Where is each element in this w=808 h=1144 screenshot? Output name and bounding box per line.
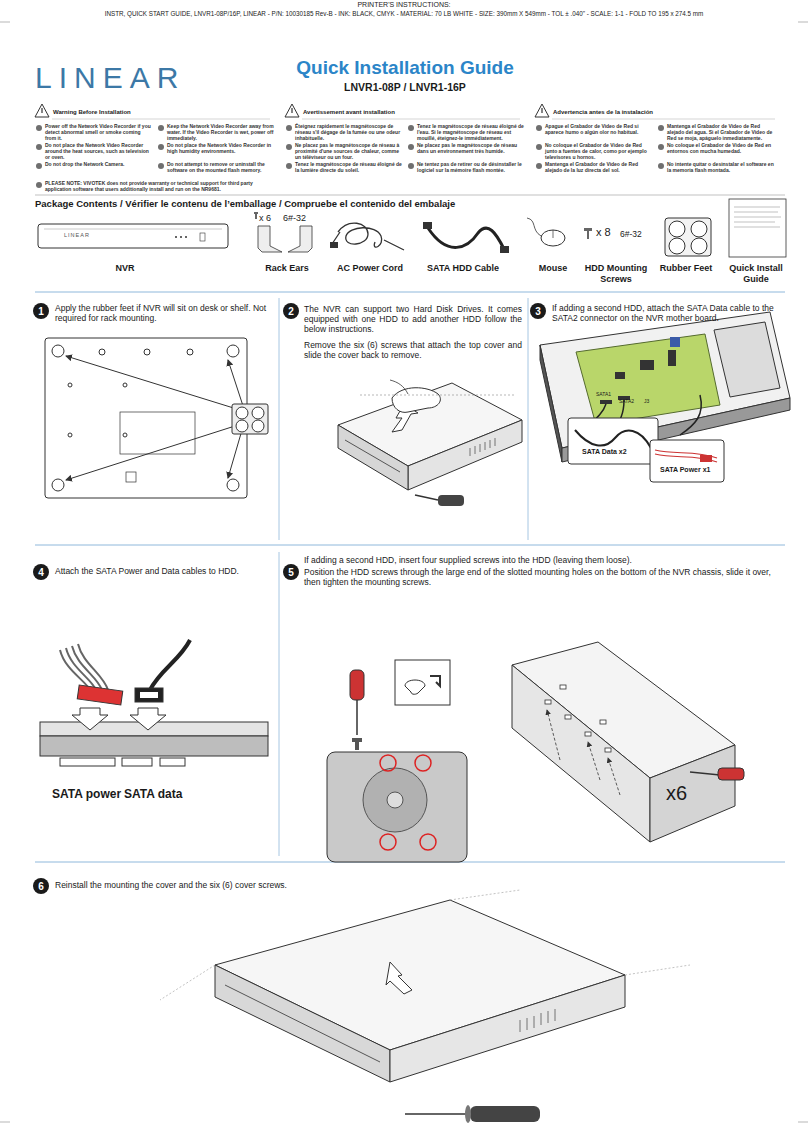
step-number: 1 (33, 303, 49, 319)
part-name: Rack Ears (250, 263, 324, 274)
step-number: 4 (33, 564, 49, 580)
step-text: SATA Power x1 (660, 466, 722, 474)
step-number: 6 (33, 878, 49, 894)
bullet-icon (658, 144, 664, 150)
bullet-icon (408, 163, 414, 169)
step-text: J3 (644, 399, 658, 405)
part-name: SATA HDD Cable (418, 263, 508, 274)
step-number-text: 1 (38, 306, 44, 317)
label-text: Apague el Grabador de Video de Red si ap… (545, 124, 653, 136)
bullet-icon (158, 144, 164, 150)
bullet-icon (536, 144, 542, 150)
label-text: No coloque el Grabador de Video de Red j… (545, 143, 653, 161)
bullet-icon (286, 125, 292, 131)
label-text: Keep the Network Video Recorder away fro… (167, 124, 275, 142)
label-text: Mantenga el Grabador de Video de Red ale… (667, 124, 775, 142)
step-text: SATA2 (619, 399, 641, 405)
part-name: AC Power Cord (326, 263, 414, 274)
step-text: The NVR can support two Hard Disk Drives… (304, 304, 522, 334)
bullet-icon (36, 144, 42, 150)
guide-title: Quick Installation Guide (282, 57, 528, 79)
label-text: Tenez le magnétoscope de réseau éloigné … (295, 162, 403, 174)
step-number-text: 4 (38, 567, 44, 578)
label-text: LNVR1-08P / LNVR1-16P (330, 81, 480, 93)
part-name: Quick Install Guide (722, 263, 790, 284)
step-text: SATA1 (596, 392, 618, 398)
label-text: PRINTER'S INSTRUCTIONS: (250, 1, 558, 9)
bullet-icon (408, 144, 414, 150)
label-text: Mantenga el Grabador de Video de Red ale… (545, 162, 653, 174)
label-text: Do not place the Network Video Recorder … (167, 143, 275, 155)
label-text: Avertissement avant installation (303, 109, 503, 116)
bullet-icon (158, 163, 164, 169)
label-text: INSTR, QUICK START GUIDE, LNVR1-08P/16P,… (4, 10, 804, 17)
label-text: Advertencia antes de la instalación (553, 109, 753, 116)
step-text: SATA power (52, 787, 122, 801)
label-text: Ne placez pas le magnétoscope de réseau … (295, 143, 403, 161)
step-number-text: 5 (288, 567, 294, 578)
step-number-text: 2 (288, 306, 294, 317)
label-text: Power off the Network Video Recorder if … (45, 124, 153, 142)
step-number-text: 6 (38, 881, 44, 892)
label-text: Éteignez rapidement le magnétoscope de r… (295, 124, 403, 142)
bullet-icon (536, 163, 542, 169)
label-text: No intente quitar o desinstalar el softw… (667, 162, 775, 174)
label-text: Package Contents / Vérifier le contenu d… (35, 198, 765, 209)
step-number: 2 (283, 303, 299, 319)
label-text: LINEAR (35, 60, 220, 95)
step-text: Position the HDD screws through the larg… (304, 567, 786, 587)
label-text: 6#-32 (620, 229, 652, 239)
label-text: x 8 (596, 226, 618, 239)
step-text: x6 (666, 782, 696, 806)
step-text: SATA data (124, 787, 199, 801)
step-text: Remove the six (6) screws that attach th… (304, 340, 522, 360)
step-text: If adding a second HDD, insert four supp… (304, 555, 786, 565)
label-text: Do not drop the Network Camera. (45, 162, 153, 168)
bullet-icon (536, 125, 542, 131)
step-number-text: 3 (535, 306, 541, 317)
step-number: 5 (283, 564, 299, 580)
label-text: Tenez le magnétoscope de réseau éloigné … (417, 124, 525, 142)
label-text: Do not attempt to remove or uninstall th… (167, 162, 275, 174)
step-text: Attach the SATA Power and Data cables to… (55, 566, 270, 576)
bullet-icon (286, 144, 292, 150)
bullet-icon (286, 163, 292, 169)
part-name: Mouse (524, 263, 582, 274)
step-text: If adding a second HDD, attach the SATA … (552, 303, 784, 323)
step-text: SATA Data x2 (582, 448, 654, 456)
bullet-icon (36, 125, 42, 131)
label-text: x 6 (259, 213, 281, 224)
bullet-icon (658, 125, 664, 131)
part-name: NVR (95, 263, 155, 274)
bullet-icon (158, 125, 164, 131)
label-text: Do not place the Network Video Recorder … (45, 143, 153, 161)
step-text: Reinstall the mounting the cover and the… (55, 880, 475, 890)
label-text: Ne tentez pas de retirer ou de désinstal… (417, 162, 525, 174)
step-text: Apply the rubber feet if NVR will sit on… (55, 303, 273, 323)
label-text: 6#-32 (283, 213, 315, 224)
bullet-icon (408, 125, 414, 131)
bullet-icon (658, 163, 664, 169)
label-text: PLEASE NOTE: VIVOTEK does not provide wa… (45, 181, 277, 193)
step-number: 3 (530, 303, 546, 319)
part-name: Rubber Feet (654, 263, 718, 274)
bullet-icon (36, 182, 42, 188)
label-text: No coloque el Grabador de Video de Red e… (667, 143, 775, 155)
bullet-icon (36, 163, 42, 169)
label-text: LINEAR (64, 232, 108, 238)
label-text: Ne placez pas le magnétoscope de réseau … (417, 143, 525, 155)
part-name: HDD Mounting Screws (580, 263, 652, 284)
label-text: Warning Before Installation (53, 109, 253, 116)
